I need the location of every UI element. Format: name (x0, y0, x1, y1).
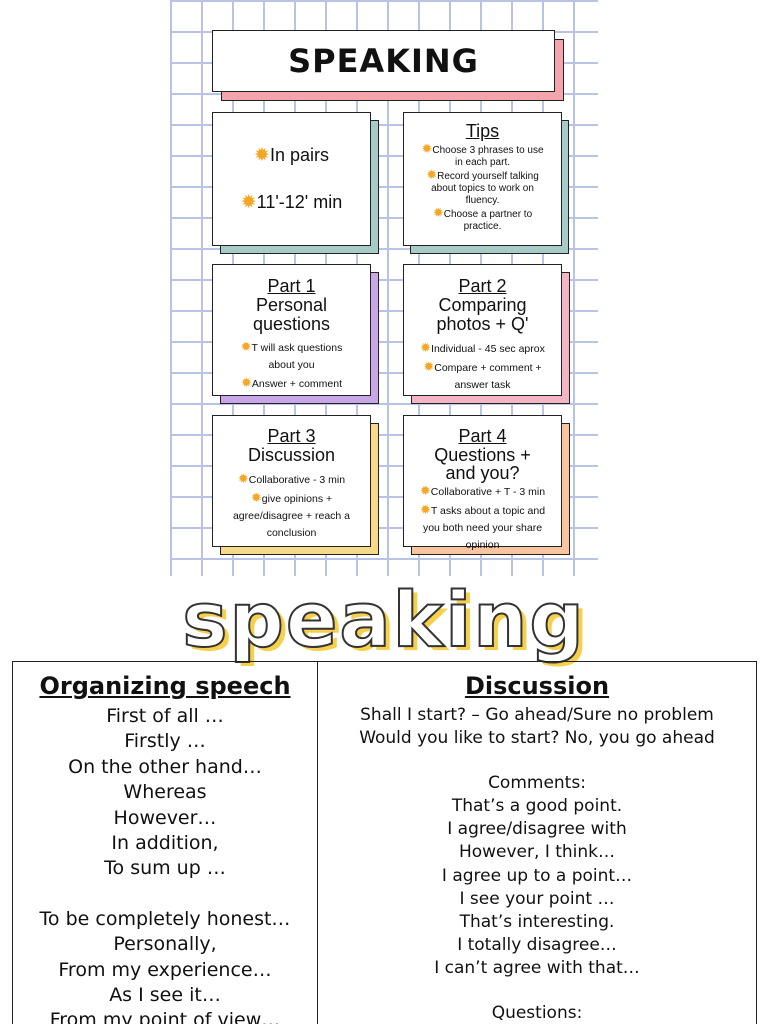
star-icon: ✹ (250, 490, 262, 505)
phrase: However, I think… (458, 842, 616, 863)
speaking-poster: SPEAKING ✹In pairs ✹11'-12' min Tips ✹Ch… (170, 0, 598, 576)
poster-title: SPEAKING (288, 42, 479, 80)
part2-heading: Part 2 (458, 276, 507, 296)
part2-bullet: answer task (454, 379, 511, 391)
phrase: Firstly … (124, 730, 206, 753)
phrase: However… (113, 806, 217, 829)
phrase: I can’t agree with that… (434, 957, 640, 978)
part1-bullet: T will ask questions (251, 342, 343, 354)
part2-subtitle: photos + Q' (436, 314, 529, 334)
part4-heading: Part 4 (458, 426, 507, 446)
phrase: I agree/disagree with (447, 819, 627, 840)
part4-bullet: you both need your share (422, 522, 543, 534)
part1-bullet: Answer + comment (251, 378, 343, 390)
part2-bullet: Compare + comment + (434, 362, 542, 374)
phrase: Shall I start? – Go ahead/Sure no proble… (360, 705, 714, 725)
part3-bullet: conclusion (266, 527, 317, 539)
title-card: SPEAKING (212, 30, 555, 92)
tips-line: about topics to work on (431, 183, 534, 194)
phrase: Whereas (123, 781, 207, 804)
star-icon: ✹ (426, 167, 438, 182)
part4-subtitle: Questions + (434, 445, 531, 465)
phrase: On the other hand… (68, 755, 262, 778)
part1-subtitle: questions (252, 314, 331, 334)
phrase: In addition, (111, 832, 219, 855)
star-icon: ✹ (432, 205, 444, 220)
decorative-title-text: speaking (181, 574, 586, 665)
tips-line: fluency. (465, 195, 500, 206)
phrase: That’s interesting. (459, 911, 615, 932)
questions-label: Questions: (491, 1003, 583, 1024)
tips-card: Tips ✹Choose 3 phrases to use in each pa… (403, 112, 562, 246)
tips-title: Tips (465, 121, 500, 141)
part3-bullet: Collaborative - 3 min (248, 474, 346, 486)
star-icon: ✹ (240, 192, 257, 213)
phrase: That’s a good point. (451, 796, 623, 817)
star-icon: ✹ (240, 339, 252, 354)
part3-bullet: agree/disagree + reach a (232, 510, 351, 522)
info-duration: 11'-12' min (256, 192, 343, 212)
part2-subtitle: Comparing (438, 295, 527, 315)
discussion-column: Discussion Shall I start? – Go ahead/Sur… (318, 662, 756, 1024)
part1-card: Part 1 Personal questions ✹T will ask qu… (212, 264, 371, 396)
star-icon: ✹ (421, 141, 433, 156)
part3-bullet: give opinions + (261, 493, 333, 505)
phrase: Would you like to start? No, you go ahea… (359, 728, 715, 749)
discussion-heading: Discussion (464, 672, 610, 700)
part1-heading: Part 1 (267, 276, 316, 296)
phrases-table: Organizing speech First of all … Firstly… (12, 661, 757, 1024)
part3-card: Part 3 Discussion ✹Collaborative - 3 min… (212, 415, 371, 547)
tips-line: Choose a partner to (443, 209, 533, 220)
part4-bullet: opinion (465, 539, 500, 551)
phrase: First of all … (106, 705, 224, 727)
tips-line: practice. (463, 221, 502, 232)
part4-subtitle: and you? (445, 463, 520, 483)
part1-subtitle: Personal (255, 295, 328, 315)
part4-bullet: T asks about a topic and (430, 505, 546, 517)
star-icon: ✹ (237, 471, 249, 486)
phrase: As I see it… (109, 984, 221, 1007)
phrase: I agree up to a point… (441, 865, 633, 886)
phrase: To be completely honest… (39, 907, 291, 930)
phrase: Personally, (113, 933, 217, 956)
part3-heading: Part 3 (267, 426, 316, 446)
phrase: From my experience… (58, 958, 272, 981)
part1-bullet: about you (268, 359, 315, 371)
star-icon: ✹ (240, 375, 252, 390)
part4-card: Part 4 Questions + and you? ✹Collaborati… (403, 415, 562, 551)
tips-line: Record yourself talking (437, 171, 539, 182)
star-icon: ✹ (254, 145, 270, 166)
phrase: I see your point … (459, 888, 615, 909)
decorative-title: speaking (0, 574, 768, 665)
phrase: I totally disagree… (457, 934, 617, 955)
part2-card: Part 2 Comparing photos + Q' ✹Individual… (403, 264, 562, 396)
info-card: ✹In pairs ✹11'-12' min (212, 112, 371, 246)
star-icon: ✹ (420, 340, 432, 355)
star-icon: ✹ (419, 483, 431, 498)
part4-bullet: Collaborative + T - 3 min (430, 486, 546, 498)
phrase: To sum up … (104, 857, 226, 880)
tips-line: Choose 3 phrases to use (432, 145, 544, 156)
organizing-speech-column: Organizing speech First of all … Firstly… (13, 662, 318, 1024)
star-icon: ✹ (423, 359, 435, 374)
info-pairs: In pairs (269, 145, 329, 165)
comments-label: Comments: (488, 773, 586, 794)
phrase: From my point of view… (49, 1009, 281, 1024)
part2-bullet: Individual - 45 sec aprox (431, 343, 545, 355)
organizing-speech-heading: Organizing speech (39, 672, 291, 700)
star-icon: ✹ (419, 502, 431, 517)
tips-line: in each part. (454, 157, 511, 168)
part3-subtitle: Discussion (247, 445, 336, 465)
